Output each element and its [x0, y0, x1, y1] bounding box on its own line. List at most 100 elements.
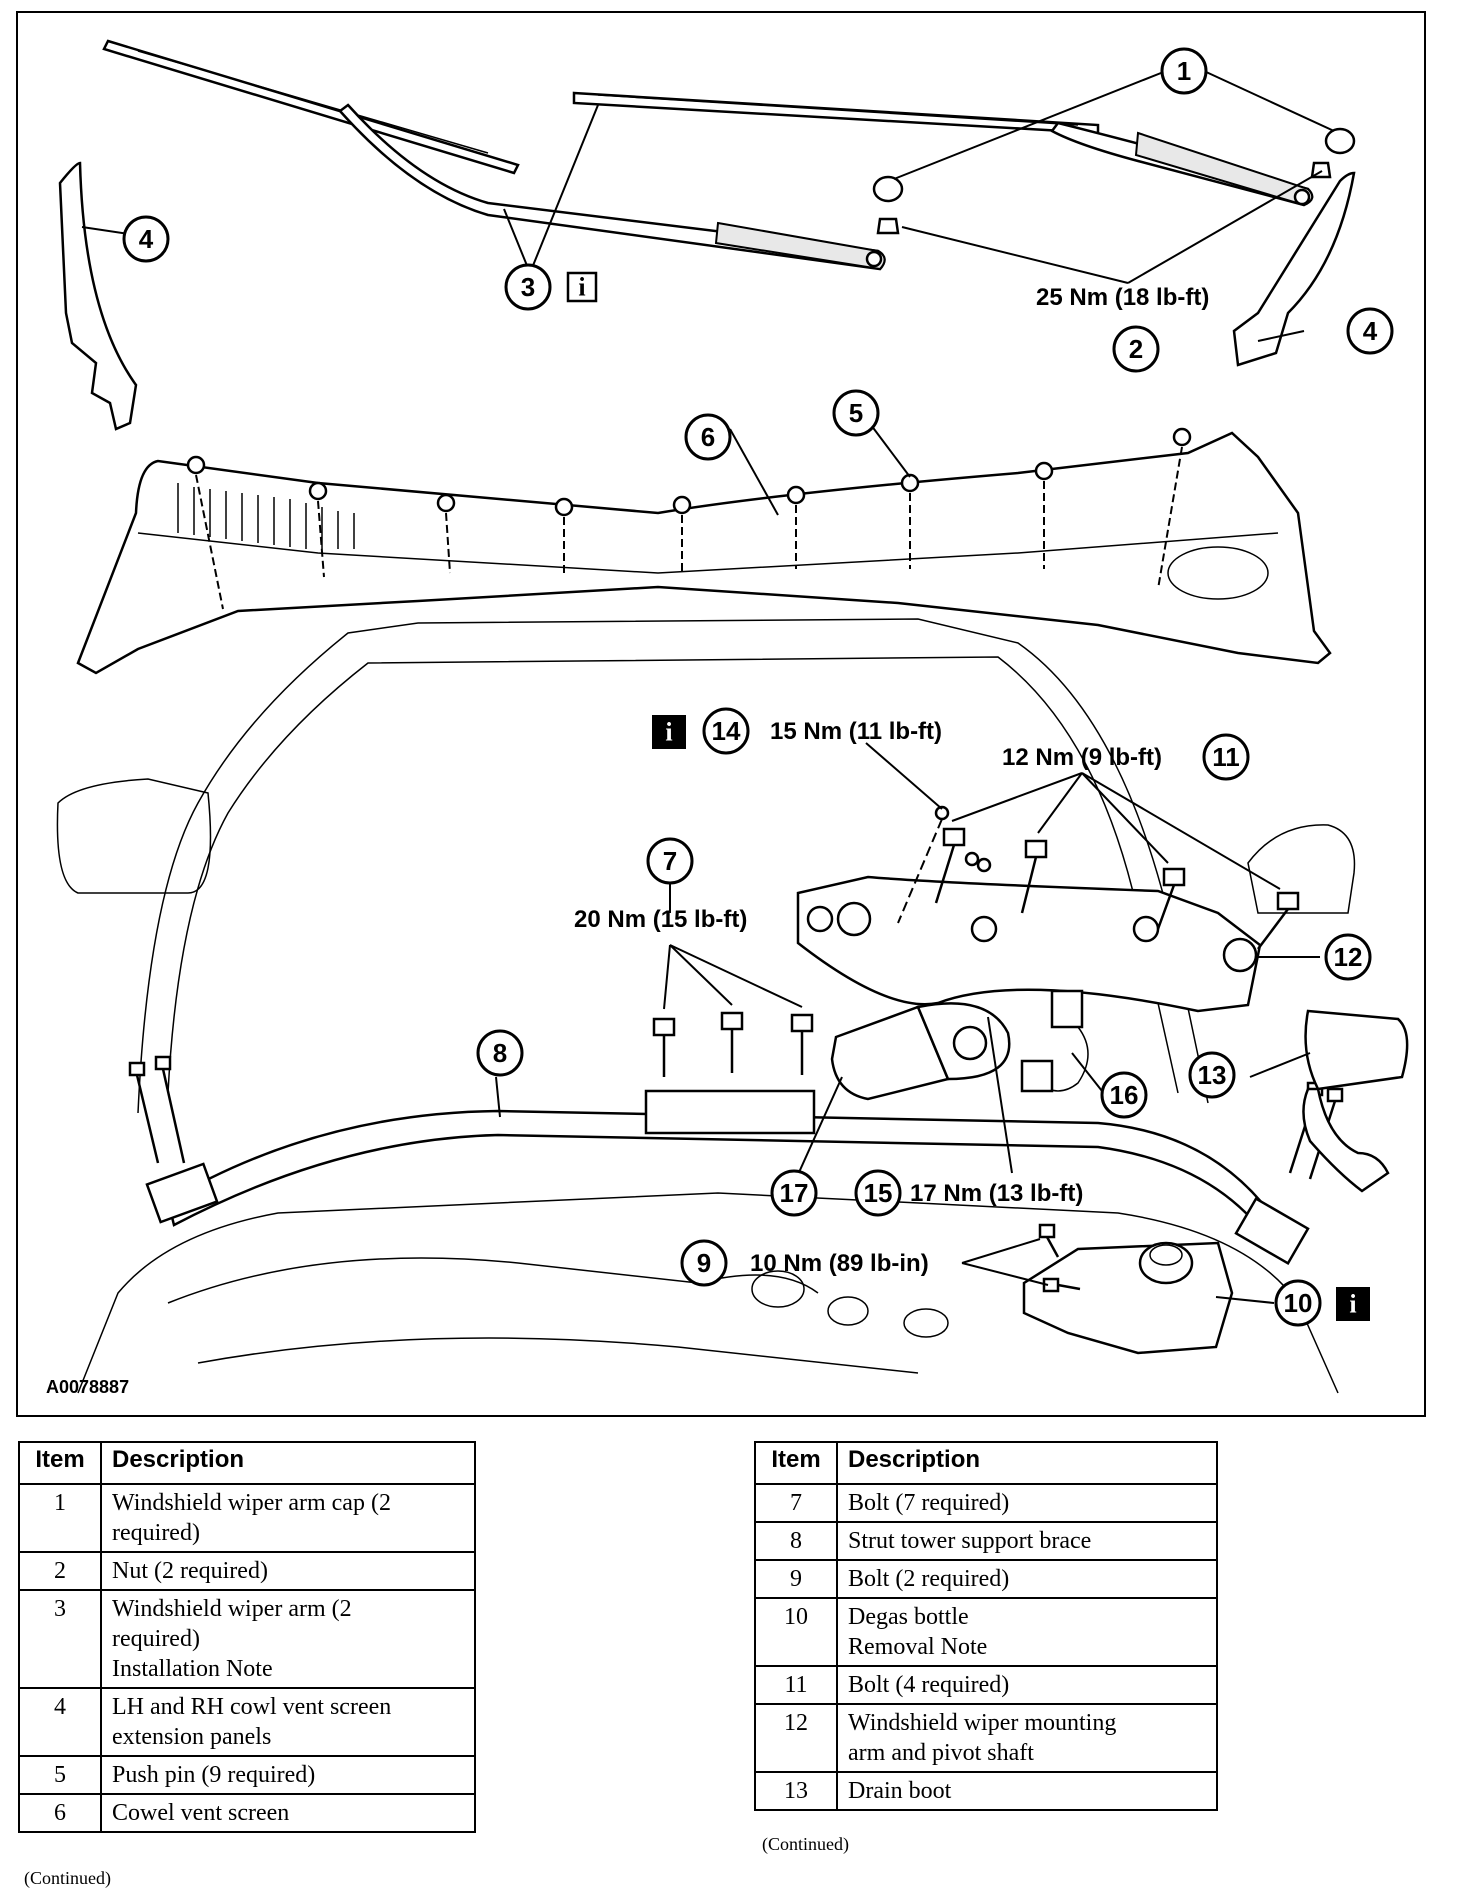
table-row: 6 Cowel vent screen [18, 1793, 476, 1833]
callout-17: 17 [770, 1169, 818, 1217]
torque-label-item-9: 10 Nm (89 lb-in) [750, 1250, 929, 1277]
svg-text:12: 12 [1334, 942, 1363, 972]
mounting-arm-bolts [934, 827, 1300, 950]
callout-5: 5 [832, 389, 880, 437]
callout-4-left: 4 [122, 215, 170, 263]
callout-2: 2 [1112, 325, 1160, 373]
callout-11: 11 [1202, 733, 1250, 781]
svg-text:i: i [578, 273, 585, 302]
callout-15: 15 [854, 1169, 902, 1217]
callout-7: 7 [646, 837, 694, 885]
svg-text:11: 11 [1212, 742, 1240, 772]
legend-table-left: Item Description 1 Windshield wiper arm … [18, 1441, 476, 1833]
legend-table-right: Item Description 7 Bolt (7 required) 8 S… [754, 1441, 1218, 1811]
table-row: 7 Bolt (7 required) [754, 1483, 1218, 1523]
degas-bottle [1022, 1223, 1234, 1355]
table-row: 2 Nut (2 required) [18, 1551, 476, 1591]
svg-text:13: 13 [1198, 1060, 1227, 1090]
svg-text:10: 10 [1284, 1288, 1313, 1318]
wiring-connector [1020, 989, 1089, 1093]
svg-text:5: 5 [849, 398, 863, 428]
column-header-description: Description [836, 1441, 1218, 1485]
continued-note-left: (Continued) [24, 1868, 111, 1888]
item-description: Cowel vent screen [100, 1793, 476, 1833]
svg-text:i: i [1349, 1290, 1356, 1319]
item-number: 9 [754, 1559, 838, 1599]
continued-note-right: (Continued) [762, 1834, 849, 1854]
item-number: 3 [18, 1589, 102, 1689]
item-number: 6 [18, 1793, 102, 1833]
callout-12: 12 [1324, 933, 1372, 981]
svg-text:i: i [665, 718, 672, 747]
wiper-arm-right [572, 91, 1314, 207]
wiper-mounting-arm [796, 875, 1262, 1013]
wiper-arm-left [102, 39, 886, 271]
svg-text:6: 6 [701, 422, 715, 452]
info-icon-item-3: i [566, 271, 598, 303]
svg-text:4: 4 [1363, 316, 1378, 346]
callout-14: 14 [702, 707, 750, 755]
item-description: Drain boot [836, 1771, 1218, 1811]
svg-text:15: 15 [864, 1178, 893, 1208]
item-description: Bolt (2 required) [836, 1559, 1218, 1599]
torque-label-item-2: 25 Nm (18 lb-ft) [1036, 284, 1209, 311]
item-number: 10 [754, 1597, 838, 1667]
cowl-vent-slots [177, 483, 355, 549]
item-number: 4 [18, 1687, 102, 1757]
callout-10: 10 [1274, 1279, 1322, 1327]
item-number: 1 [18, 1483, 102, 1553]
wiper-motor [830, 1002, 1011, 1101]
item-description: Bolt (7 required) [836, 1483, 1218, 1523]
item-number: 5 [18, 1755, 102, 1795]
callout-3: 3 [504, 263, 552, 311]
torque-label-item-11: 12 Nm (9 lb-ft) [1002, 744, 1162, 771]
cowl-extension-panels [58, 161, 1356, 431]
item-description: Bolt (4 required) [836, 1665, 1218, 1705]
callout-16: 16 [1100, 1071, 1148, 1119]
wiper-arm-caps [872, 127, 1356, 235]
cowl-vent-screen [76, 427, 1332, 675]
table-row: 8 Strut tower support brace [754, 1521, 1218, 1561]
item-description: Push pin (9 required) [100, 1755, 476, 1795]
torque-label-item-14: 15 Nm (11 lb-ft) [770, 718, 942, 745]
svg-text:1: 1 [1177, 56, 1191, 86]
strut-tower-brace [145, 1089, 1310, 1266]
table-header-row: Item Description [18, 1441, 476, 1485]
torque-label-item-7: 20 Nm (15 lb-ft) [574, 906, 747, 933]
svg-text:3: 3 [521, 272, 535, 302]
svg-text:14: 14 [712, 716, 741, 746]
leader-lines [81, 70, 1335, 1304]
item-number: 7 [754, 1483, 838, 1523]
drain-boot [1302, 1009, 1409, 1193]
svg-text:7: 7 [663, 846, 677, 876]
column-header-item: Item [18, 1441, 102, 1485]
item-number: 11 [754, 1665, 838, 1705]
callout-1: 1 [1160, 47, 1208, 95]
svg-text:2: 2 [1129, 334, 1143, 364]
push-pins [186, 427, 1192, 610]
table-row: 9 Bolt (2 required) [754, 1559, 1218, 1599]
callout-13: 13 [1188, 1051, 1236, 1099]
callout-8: 8 [476, 1029, 524, 1077]
svg-text:4: 4 [139, 224, 154, 254]
pivot-nuts [897, 805, 992, 924]
diagram-canvas: 1 2 3 4 4 5 6 7 8 9 10 11 12 13 14 15 16… [46, 39, 1409, 1397]
column-header-item: Item [754, 1441, 838, 1485]
table-header-row: Item Description [754, 1441, 1218, 1485]
callout-9: 9 [680, 1239, 728, 1287]
svg-text:17: 17 [780, 1178, 809, 1208]
info-icon-item-14: i [652, 715, 686, 749]
engine-bay-detail [167, 1257, 949, 1374]
torque-label-item-15: 17 Nm (13 lb-ft) [910, 1180, 1083, 1207]
figure-id: A0078887 [46, 1377, 129, 1397]
svg-text:16: 16 [1110, 1080, 1139, 1110]
exploded-view-diagram: 1 2 3 4 4 5 6 7 8 9 10 11 12 13 14 15 16… [16, 11, 1426, 1417]
